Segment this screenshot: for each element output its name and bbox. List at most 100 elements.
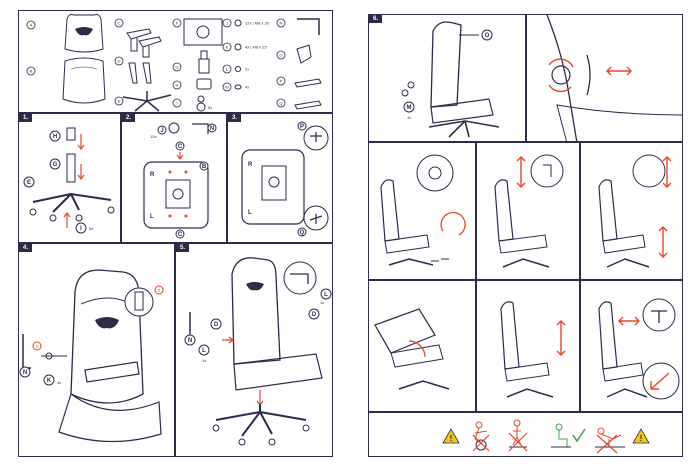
svg-text:4x: 4x	[407, 115, 411, 120]
step-number: 1.	[19, 114, 33, 122]
svg-text:2: 2	[158, 288, 161, 293]
vertical-arrow-icon	[516, 156, 526, 188]
svg-text:D: D	[312, 312, 317, 318]
svg-text:M: M	[225, 85, 228, 90]
part-n-allen-key: N	[276, 18, 320, 35]
part-k-screws: K 4x | M8 x 25	[222, 42, 267, 52]
person-standing-on-chair-icon	[508, 419, 528, 452]
part-i-casters: I 5x	[172, 95, 212, 112]
warning-triangle-icon: !	[632, 428, 650, 444]
svg-text:I: I	[176, 101, 177, 106]
step-5-drawing: L 1x D N D L 1x	[184, 257, 332, 446]
step-number: 2.	[122, 114, 136, 122]
horizontal-arrow-icon	[606, 66, 632, 76]
rotate-arrow-icon	[440, 211, 466, 236]
step-number: 3.	[228, 114, 242, 122]
part-a-backrest: A	[26, 14, 104, 53]
svg-text:C: C	[118, 21, 121, 26]
svg-text:12x | M8 x 20: 12x | M8 x 20	[245, 21, 270, 26]
step-2-panel: 2. J 12x N C R L B C	[121, 113, 227, 243]
step-5-panel: 5. L 1x D N D L 1x	[175, 243, 333, 457]
horizontal-arrow-icon	[618, 316, 640, 326]
arrow-down-icon	[77, 164, 85, 180]
svg-text:4x: 4x	[245, 85, 249, 90]
rotate-arrow-icon	[548, 58, 574, 68]
svg-text:G: G	[53, 162, 58, 168]
part-b-seat: B	[26, 57, 106, 104]
svg-text:5x: 5x	[208, 105, 212, 110]
bat-logo-icon	[95, 317, 119, 329]
svg-text:F: F	[176, 21, 179, 26]
svg-text:L: L	[226, 67, 229, 72]
part-j-screws: J 12x | M8 x 20	[222, 18, 270, 28]
svg-text:1x: 1x	[320, 300, 324, 305]
step-2-drawing: J 12x N C R L B C	[143, 122, 217, 239]
part-g-gas-lift: G	[172, 50, 210, 74]
svg-text:J: J	[226, 21, 228, 26]
height-adjust-panel	[476, 142, 580, 280]
svg-text:O: O	[279, 53, 282, 58]
svg-text:D: D	[118, 59, 121, 64]
part-m-washers: M 4x	[222, 82, 249, 92]
person-tipping-icon	[472, 421, 490, 452]
svg-text:5x: 5x	[89, 226, 93, 231]
part-q-lever: Q	[276, 98, 322, 110]
backrest-height-panel	[476, 280, 580, 412]
checkmark-icon	[572, 428, 586, 443]
part-p-lever: P	[276, 76, 322, 88]
svg-text:N: N	[280, 21, 283, 26]
svg-text:4x: 4x	[57, 380, 61, 385]
step-6-panel: 6. O M 4x	[368, 14, 526, 142]
svg-text:P: P	[300, 124, 304, 130]
part-f-mechanism: F	[172, 18, 223, 46]
svg-text:L: L	[248, 210, 252, 216]
part-d-covers: D	[114, 56, 152, 84]
vertical-arrow-icon	[556, 320, 566, 356]
part-l-screws: L 2x	[222, 64, 249, 74]
svg-text:H: H	[53, 134, 57, 140]
svg-text:J: J	[160, 128, 163, 134]
bat-logo-icon	[75, 27, 93, 36]
svg-text:C: C	[178, 232, 183, 238]
step-4-drawing: 2 N 1 K 4x	[19, 269, 164, 443]
part-h-cover: H	[172, 78, 212, 90]
step-4-panel: 4. 2 N 1 K 4x	[18, 243, 175, 457]
svg-text:L: L	[202, 348, 206, 354]
height-adjust-drawing	[494, 154, 564, 268]
backrest-height-drawing	[500, 301, 566, 398]
step-6-drawing: O M 4x	[401, 21, 500, 138]
svg-text:C: C	[178, 144, 183, 150]
svg-text:D: D	[214, 322, 219, 328]
lumbar-adjust-drawing	[546, 15, 682, 141]
right-page: 6. O M 4x	[350, 0, 700, 469]
step-number: 6.	[369, 15, 383, 23]
person-leaning-back-icon	[595, 427, 625, 454]
armrest-height-panel	[580, 142, 683, 280]
svg-text:O: O	[485, 33, 490, 39]
svg-text:12x: 12x	[150, 134, 156, 139]
svg-text:L: L	[324, 292, 328, 298]
svg-text:N: N	[188, 338, 192, 344]
recline-panel	[368, 280, 476, 412]
lumbar-adjust-panel	[526, 14, 683, 142]
svg-text:L: L	[150, 214, 154, 220]
svg-text:K: K	[47, 378, 52, 384]
vertical-arrow-icon	[658, 226, 668, 258]
parts-list-drawing: A B C D	[26, 14, 322, 112]
svg-text:G: G	[175, 65, 178, 70]
tilt-lock-panel	[368, 142, 476, 280]
arrow-up-icon	[63, 212, 71, 228]
person-sitting-correct-icon	[551, 423, 586, 448]
svg-text:E: E	[118, 99, 121, 104]
step-1-panel: 1. H G E I 5x	[18, 113, 121, 243]
step-1-drawing: H G E I 5x	[23, 127, 115, 234]
svg-text:2x: 2x	[245, 67, 249, 72]
svg-text:N: N	[210, 126, 214, 132]
svg-text:B: B	[30, 69, 33, 74]
armrest-height-drawing	[598, 154, 672, 268]
svg-text:A: A	[30, 23, 33, 28]
svg-text:Q: Q	[300, 230, 305, 236]
svg-text:!: !	[450, 434, 453, 443]
step-number: 4.	[19, 244, 33, 252]
part-o-handle: O	[276, 44, 312, 64]
